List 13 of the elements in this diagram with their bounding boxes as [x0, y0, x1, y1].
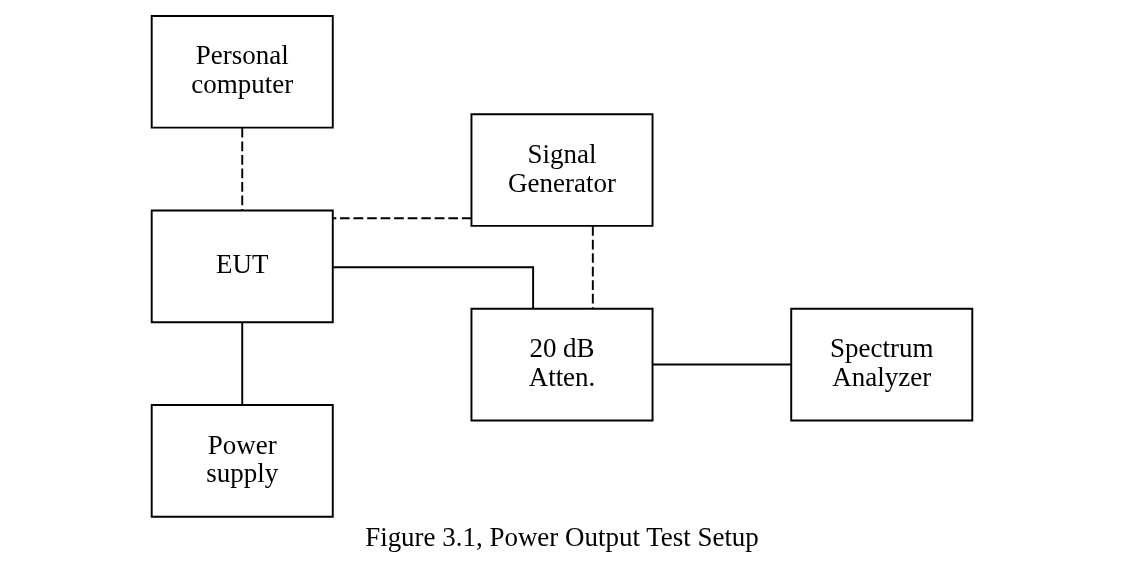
connector — [332, 266, 535, 310]
node-box: 20 dB Atten. — [470, 307, 654, 422]
node-box: Spectrum Analyzer — [790, 307, 974, 422]
connector — [241, 127, 244, 212]
connector — [332, 217, 473, 220]
connector — [591, 225, 594, 310]
node-box: Power supply — [150, 404, 334, 518]
node-box: Personal computer — [150, 14, 334, 129]
connector — [651, 363, 792, 366]
connector — [241, 321, 244, 406]
caption: Figure 3.1, Power Output Test Setup — [365, 522, 759, 553]
node-box: Signal Generator — [470, 113, 654, 227]
node-box: EUT — [150, 209, 334, 324]
